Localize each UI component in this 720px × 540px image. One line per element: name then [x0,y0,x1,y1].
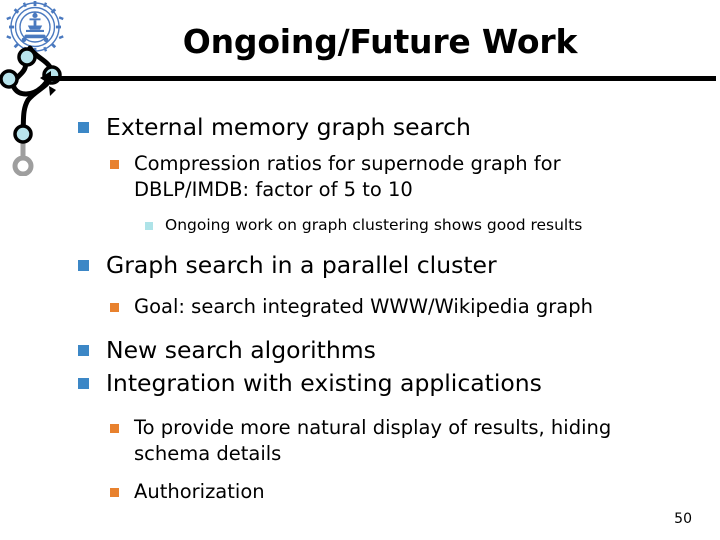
spacer [0,401,720,415]
bullet-level1: New search algorithms [0,335,720,366]
bullet-square-icon [110,160,119,169]
bullet-level1: External memory graph search [0,112,720,143]
bullet-square-icon [110,424,119,433]
spacer [0,468,720,479]
bullet-level2: Authorization [0,479,720,505]
bullet-square-icon [110,488,119,497]
spacer [0,236,720,250]
bullet-square-icon [78,122,89,133]
bullet-level1: Graph search in a parallel cluster [0,250,720,281]
bullet-text: To provide more natural display of resul… [134,416,612,465]
bullet-level1: Integration with existing applications [0,368,720,399]
rule-arrow-icon [40,71,51,85]
spacer [0,321,720,335]
bullet-text: Integration with existing applications [106,369,542,397]
bullet-text: Graph search in a parallel cluster [106,251,497,279]
bullet-square-icon [145,222,153,230]
bullet-text: External memory graph search [106,113,471,141]
bullet-square-icon [78,260,89,271]
title-divider [48,76,716,81]
bullet-text: Ongoing work on graph clustering shows g… [165,216,583,234]
institute-emblem-icon [4,0,66,58]
spacer [0,204,720,215]
bullet-text: Compression ratios for supernode graph f… [134,152,561,201]
spacer [0,283,720,294]
bullet-level2: Goal: search integrated WWW/Wikipedia gr… [0,294,720,320]
page-title: Ongoing/Future Work [182,22,578,61]
bullet-text: Authorization [134,480,265,503]
bullet-square-icon [110,303,119,312]
bullet-square-icon [78,378,89,389]
page-number: 50 [674,511,692,527]
slide-body: External memory graph search Compression… [0,112,720,506]
bullet-square-icon [78,345,89,356]
bullet-level2: Compression ratios for supernode graph f… [0,151,720,203]
bullet-text: New search algorithms [106,336,376,364]
bullet-level3: Ongoing work on graph clustering shows g… [0,215,720,236]
bullet-level2: To provide more natural display of resul… [0,415,720,467]
bullet-text: Goal: search integrated WWW/Wikipedia gr… [134,295,593,318]
